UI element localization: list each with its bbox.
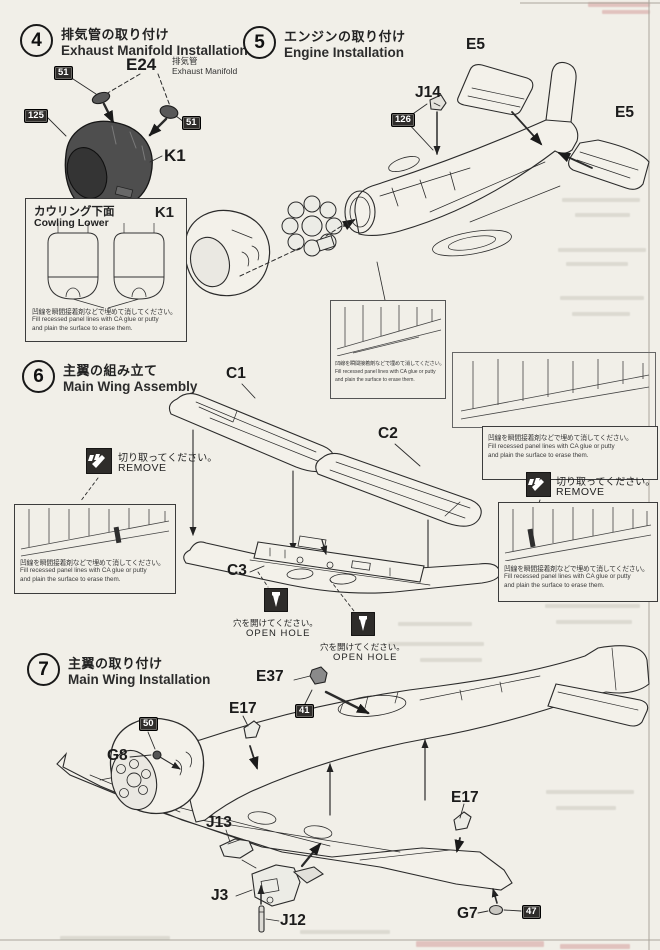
step6-right-panel-inset: 凹線を瞬間接着剤などで埋めて消してください。 Fill recessed pan… <box>498 502 658 602</box>
step6-title-en: Main Wing Assembly <box>63 379 198 394</box>
fill-note-en2: and plain the surface to erase them. <box>20 576 121 583</box>
open-hole-note-en: OPEN HOLE <box>333 652 398 663</box>
cowling-lower-drawing <box>47 223 165 309</box>
panel-lines-drawing <box>336 305 442 356</box>
part-number-badge-51a: 51 <box>54 66 73 80</box>
fill-note-en1: Fill recessed panel lines with CA glue o… <box>32 316 159 323</box>
part-number-badge-126: 126 <box>391 113 415 127</box>
panel-lines-drawing <box>20 508 170 557</box>
panel-lines-drawing <box>460 359 650 420</box>
remove-note-en: REMOVE <box>118 462 167 474</box>
panel-lines-drawing <box>504 507 652 561</box>
part-label-c2: C2 <box>378 425 398 442</box>
step4-exhaust-diagram <box>45 73 185 213</box>
part-label-j14: J14 <box>415 84 441 101</box>
step5-number: 5 <box>243 26 276 59</box>
step6-title-jp: 主翼の組み立て <box>63 363 158 378</box>
step6-right-panel-drawing-box <box>452 352 656 428</box>
part-label-c1: C1 <box>226 365 246 382</box>
part-label-e37: E37 <box>256 668 284 685</box>
fill-note-jp: 凹線を瞬間接着剤などで埋めて消してください。 <box>32 309 177 316</box>
step5-title-en: Engine Installation <box>284 45 405 60</box>
part-number-badge-50: 50 <box>139 717 158 731</box>
fill-note-en1: Fill recessed panel lines with CA glue o… <box>20 567 147 574</box>
inset-part-k1: K1 <box>154 204 174 221</box>
step4-title-en: Exhaust Manifold Installation <box>61 43 248 58</box>
e24-caption-en: Exhaust Manifold <box>172 66 238 76</box>
part-label-g8: G8 <box>107 747 128 764</box>
part-label-e17-left: E17 <box>229 700 257 717</box>
step7-number: 7 <box>27 653 60 686</box>
inset-title-en: Cowling Lower <box>34 217 109 229</box>
e24-caption-jp: 排気管 <box>172 56 198 66</box>
step4-header: 4 排気管の取り付け Exhaust Manifold Installation <box>20 24 248 58</box>
part-number-badge-51b: 51 <box>182 116 201 130</box>
part-label-c3: C3 <box>227 562 247 579</box>
part-label-g7: G7 <box>457 905 478 922</box>
step4-number: 4 <box>20 24 53 57</box>
open-hole-note-jp: 穴を開けてください。 <box>233 618 318 628</box>
fill-note-jp: 凹線を瞬間接着剤などで埋めて消してください。 <box>488 435 633 442</box>
part-number-badge-47: 47 <box>522 905 541 919</box>
fill-note-en2: and plain the surface to erase them. <box>488 452 589 459</box>
remove-note-jp: 切り取ってください。 <box>556 477 656 488</box>
part-label-k1: K1 <box>164 146 186 165</box>
part-label-j3: J3 <box>211 887 229 904</box>
step7-title-en: Main Wing Installation <box>68 672 211 687</box>
part-number-badge-125: 125 <box>24 109 48 123</box>
part-label-e5-left: E5 <box>466 36 485 53</box>
part-label-j12: J12 <box>280 912 306 929</box>
step6-left-panel-inset: 凹線を瞬間接着剤などで埋めて消してください。 Fill recessed pan… <box>14 504 176 594</box>
remove-note-en: REMOVE <box>556 486 605 498</box>
fill-note-jp: 凹線を瞬間接着剤などで埋めて消してください。 <box>335 361 445 367</box>
step7-header: 7 主翼の取り付け Main Wing Installation <box>27 653 210 687</box>
fill-note-en1: Fill recessed panel lines with CA glue o… <box>335 369 436 375</box>
fill-note-en1: Fill recessed panel lines with CA glue o… <box>504 573 631 580</box>
fill-note-en2: and plain the surface to erase them. <box>32 325 133 332</box>
step7-wing-installation-diagram <box>56 645 650 933</box>
part-label-e24: E24 <box>126 55 157 74</box>
step5-panel-inset: 凹線を瞬間接着剤などで埋めて消してください。 Fill recessed pan… <box>330 300 446 399</box>
fill-note-jp: 凹線を瞬間接着剤などで埋めて消してください。 <box>20 560 165 567</box>
step6-header: 6 主翼の組み立て Main Wing Assembly <box>22 360 197 394</box>
fill-note-en1: Fill recessed panel lines with CA glue o… <box>488 443 615 450</box>
step6-right-note-box: 凹線を瞬間接着剤などで埋めて消してください。 Fill recessed pan… <box>482 426 658 480</box>
step6-number: 6 <box>22 360 55 393</box>
engine-part <box>281 195 343 257</box>
step4-title-jp: 排気管の取り付け <box>61 27 170 42</box>
step5-title-jp: エンジンの取り付け <box>284 29 406 44</box>
step7-title-jp: 主翼の取り付け <box>68 656 163 671</box>
step5-header: 5 エンジンの取り付け Engine Installation <box>243 26 406 60</box>
cowling-lower-inset: カウリング下面 Cowling Lower K1 凹線を瞬間接着剤などで埋めて消… <box>25 198 187 342</box>
knife-icon <box>526 472 551 497</box>
part-number-badge-41: 41 <box>295 704 314 718</box>
fill-note-en2: and plain the surface to erase them. <box>504 582 605 589</box>
open-hole-note-en: OPEN HOLE <box>246 628 311 639</box>
fill-note-en2: and plain the surface to erase them. <box>335 377 415 383</box>
part-label-e5-right: E5 <box>615 104 634 121</box>
drill-icon <box>351 612 375 636</box>
fill-note-jp: 凹線を瞬間接着剤などで埋めて消してください。 <box>504 566 649 573</box>
remove-note-jp: 切り取ってください。 <box>118 453 218 464</box>
knife-icon <box>86 448 112 474</box>
drill-icon <box>264 588 288 612</box>
part-label-e17-right: E17 <box>451 789 479 806</box>
part-label-j13: J13 <box>206 814 232 831</box>
